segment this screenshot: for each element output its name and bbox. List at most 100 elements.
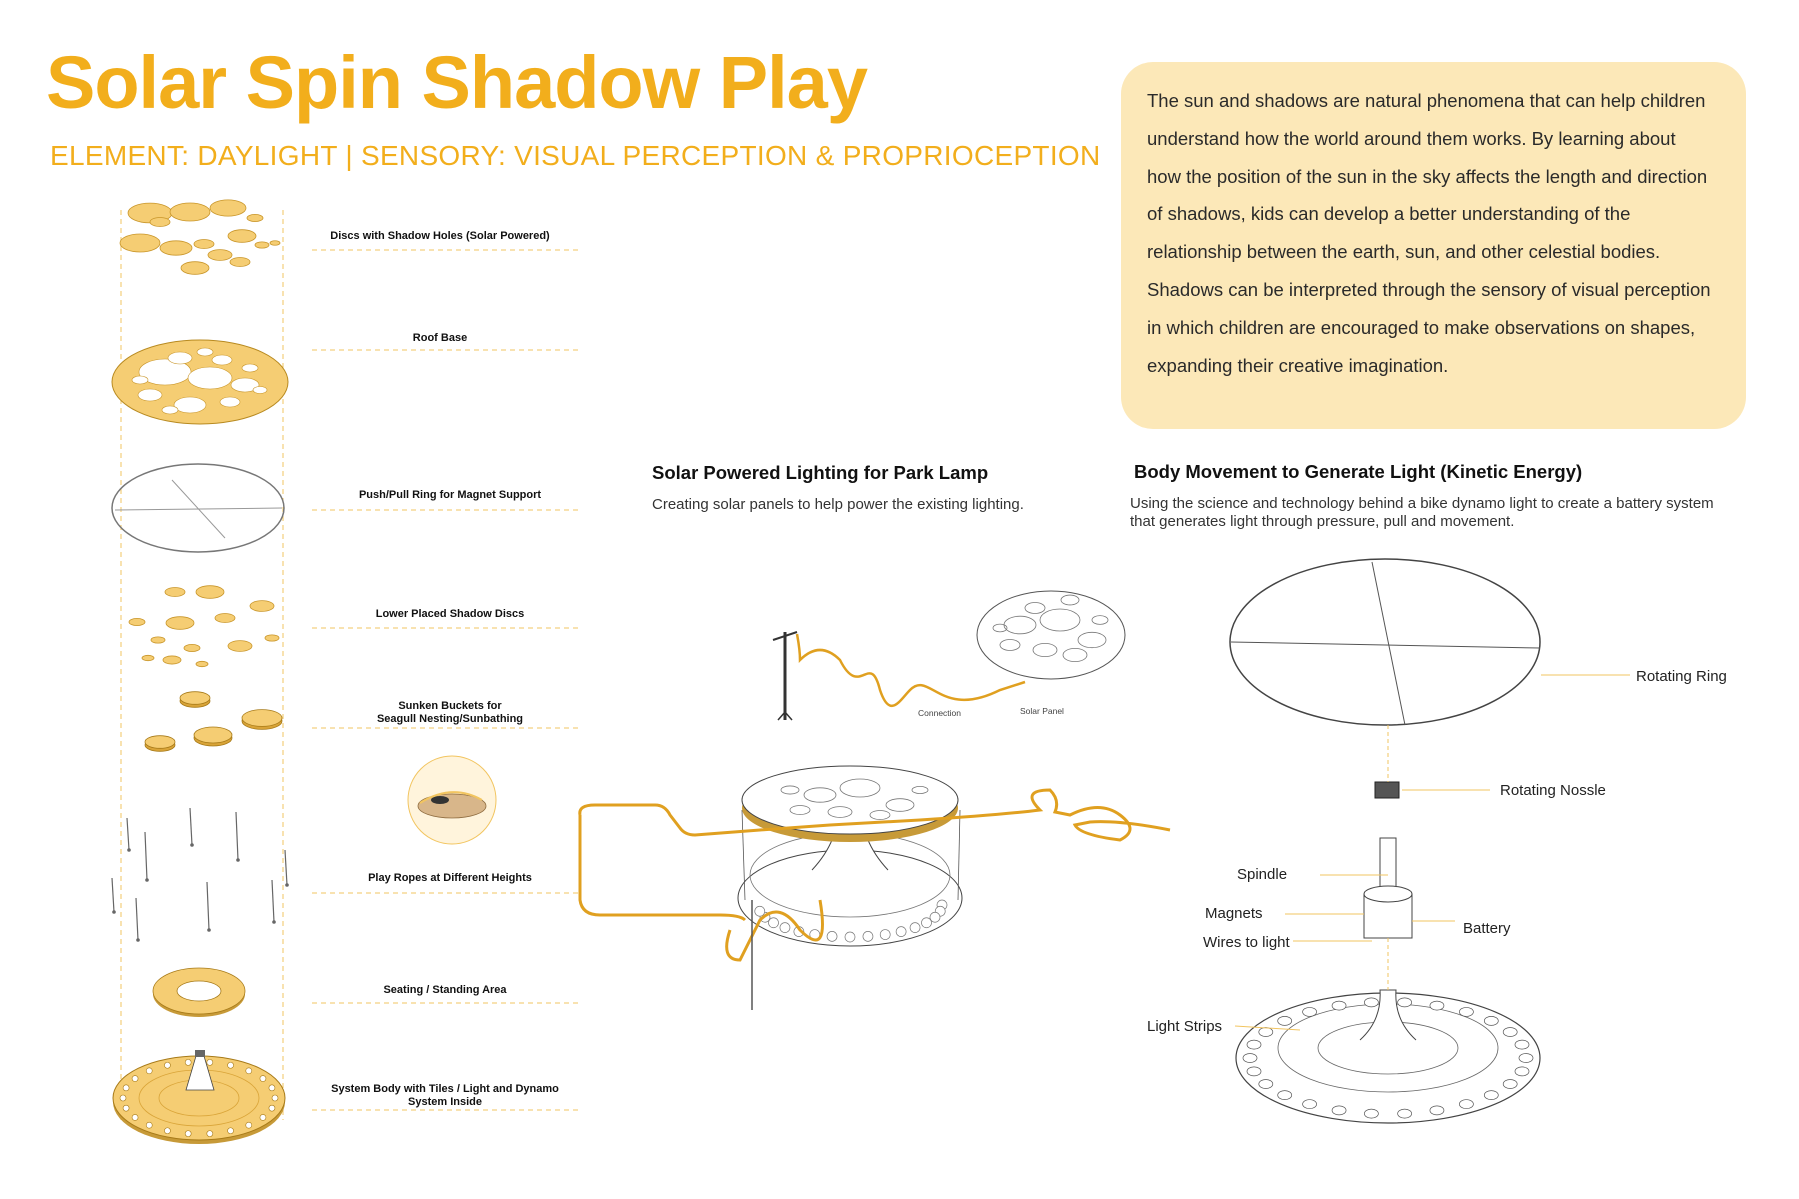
light-tile [1246,1066,1262,1077]
shadow-disc [246,213,264,222]
callout-rotating-nossle: Rotating Nossle [1500,782,1606,799]
play-rope [271,879,275,923]
floor-light [879,929,891,940]
roof-disc [780,785,800,795]
tile-light [227,1061,234,1069]
tile-light [245,1121,253,1129]
exploded-layers [111,199,497,1144]
pavilion-side [957,809,961,901]
lower-disc [141,654,155,662]
tile-light [131,1075,139,1082]
shadow-disc [227,229,257,243]
tile-light [271,1094,279,1102]
lower-disc [128,618,146,627]
floor-light [779,922,791,933]
shadow-disc [254,241,270,249]
play-rope-loop [578,788,1171,922]
floor-light [754,905,766,917]
callout-magnets: Magnets [1205,905,1263,922]
light-tile [1483,1090,1499,1100]
shadow-disc [269,240,281,246]
tile-light [145,1121,153,1129]
solar-panel-cell [1077,631,1107,649]
play-rope [206,881,210,931]
tile-light [184,1130,192,1137]
roof-hole [211,354,233,366]
roof-hole [219,396,241,408]
light-tile [1514,1039,1530,1050]
tile-light [227,1127,234,1135]
page-subtitle: ELEMENT: DAYLIGHT | SENSORY: VISUAL PERC… [50,140,1101,171]
callout-wires: Wires to light [1203,934,1290,951]
solar-section-desc: Creating solar panels to help power the … [652,496,1024,513]
solar-panel-cell [1091,615,1109,625]
play-rope [235,811,239,861]
connection-label: Connection [918,708,962,718]
roof-disc [827,806,853,818]
exploded-guides [120,210,578,1120]
solar-panel-cell [1039,608,1081,632]
lower-disc [214,613,236,623]
lower-disc [195,660,209,668]
shadow-disc [209,199,247,217]
light-tile [1302,1007,1317,1017]
sunken-bucket [144,735,176,749]
tile-light [259,1114,267,1121]
floor-light [921,917,932,929]
callout-battery: Battery [1463,920,1511,937]
kinetic-section-title: Body Movement to Generate Light (Kinetic… [1134,461,1583,482]
layer-label-lower-discs: Lower Placed Shadow Discs [375,608,525,620]
layer-label-ropes: Play Ropes at Different Heights [368,872,532,884]
rope-knot [207,928,211,932]
kinetic-drawing [1229,558,1630,1124]
solar-panel-label: Solar Panel [1020,706,1064,716]
intro-panel: The sun and shadows are natural phenomen… [1121,62,1746,429]
connection-cable [795,633,1026,707]
pavilion-roof [741,765,959,835]
shadow-disc [180,261,210,275]
solar-panel-cell [1032,643,1058,658]
play-rope [135,897,139,941]
floor-light [826,931,838,942]
rope-knot [190,843,194,847]
layer-label-system-body: System Body with Tiles / Light and Dynam… [331,1083,559,1108]
lower-disc [249,600,275,612]
layer-label-roof-base: Roof Base [412,332,468,344]
roof-hole [173,396,207,414]
roof-hole [196,347,214,357]
light-tile [1277,1090,1293,1100]
shadow-disc [193,239,215,249]
sunken-bucket [193,726,233,744]
callout-leader [1234,1025,1301,1031]
rope-knot [236,858,240,862]
lower-disc [264,634,280,642]
roof-disc [911,786,929,795]
layer-label-discs: Discs with Shadow Holes (Solar Powered) [330,230,550,242]
roof-hole [241,363,259,373]
play-rope [189,807,193,846]
light-tile [1502,1027,1518,1037]
solar-panel-cell [1060,594,1080,606]
floor-light [862,931,874,942]
tile-light [119,1094,127,1102]
lower-disc [227,640,253,652]
play-rope [284,849,288,886]
tile-light [164,1061,171,1069]
push-pull-ring [111,463,285,553]
lower-disc [195,585,225,599]
light-tile [1514,1066,1530,1077]
shadow-disc [159,240,193,256]
solar-lamp-drawing [772,590,1126,721]
layer-label-buckets: Sunken Buckets for Seagull Nesting/Sunba… [376,700,524,725]
callout-rotating-ring: Rotating Ring [1636,668,1727,685]
light-tile [1483,1016,1499,1026]
tile-light [268,1104,276,1112]
tile-light [145,1067,153,1075]
roof-hole [161,405,179,415]
seagull-shape [431,796,449,804]
tile-light [245,1067,253,1075]
light-tile [1459,1007,1474,1017]
light-tile [1258,1027,1274,1037]
light-tile [1277,1016,1293,1026]
